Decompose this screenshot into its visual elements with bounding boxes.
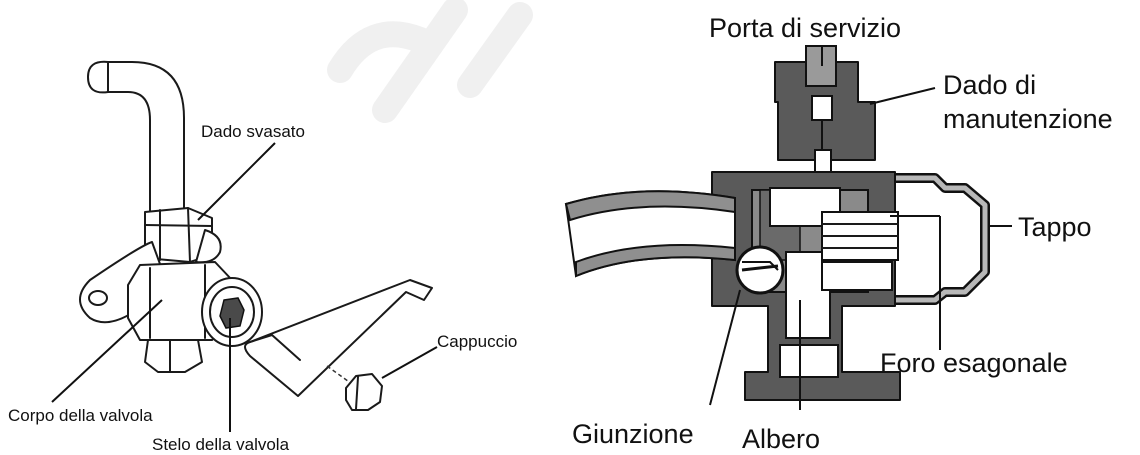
shaft-head — [821, 211, 899, 291]
label-shaft: Albero — [742, 424, 820, 454]
watermark — [327, 0, 533, 123]
label-joint: Giunzione — [572, 419, 694, 449]
hex-socket — [219, 297, 245, 329]
label-service-nut-line2: manutenzione — [943, 104, 1113, 134]
left-leaders — [51, 142, 438, 432]
side-port — [201, 277, 263, 347]
cap-dashed-line — [326, 365, 353, 385]
outer-cap — [885, 173, 990, 305]
bottom-nut — [144, 339, 203, 373]
right-leaders — [709, 46, 1012, 410]
label-cap-right: Tappo — [1018, 212, 1092, 242]
joint-circle — [735, 245, 785, 295]
label-cap: Cappuccio — [437, 332, 517, 351]
right-valve-cross-section — [564, 45, 990, 401]
label-flare-nut: Dado svasato — [201, 122, 305, 141]
internal-channel — [769, 187, 841, 378]
valve-cap — [345, 373, 383, 411]
service-nut — [774, 45, 876, 173]
copper-pipe — [87, 60, 185, 236]
label-hex-hole: Foro esagonale — [880, 348, 1068, 378]
label-service-port: Porta di servizio — [709, 13, 901, 43]
label-valve-body: Corpo della valvola — [8, 406, 153, 425]
flare-pipe — [564, 190, 736, 278]
label-valve-stem: Stelo della valvola — [152, 435, 290, 454]
left-valve-illustration — [79, 60, 433, 411]
label-service-nut-line1: Dado di — [943, 70, 1036, 100]
hex-wrench — [244, 279, 433, 397]
